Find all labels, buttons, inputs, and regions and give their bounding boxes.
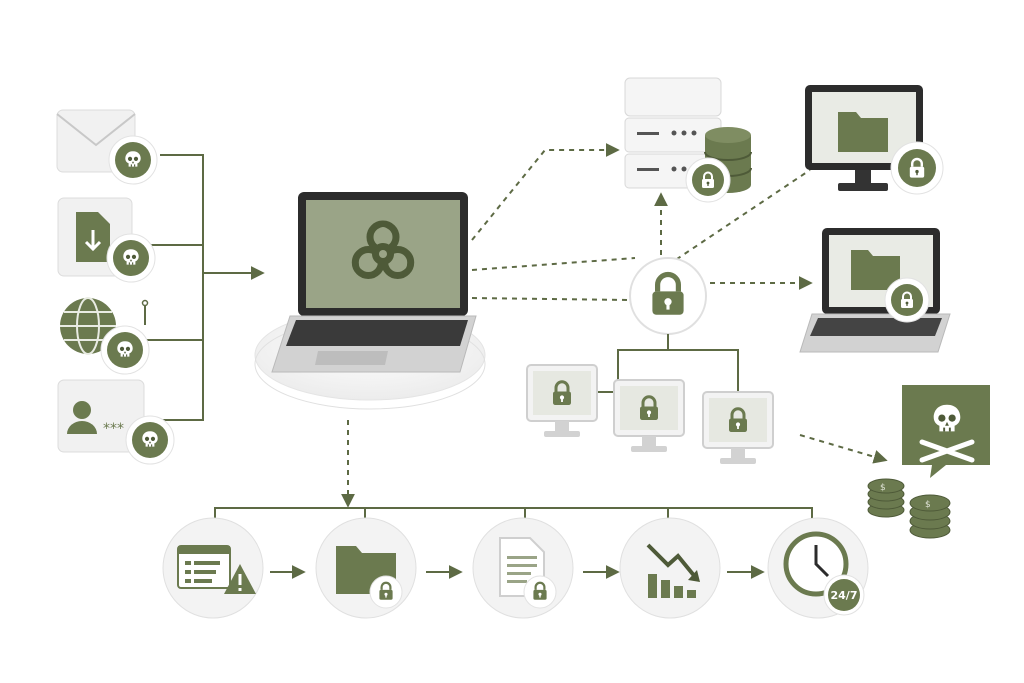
clock-icon	[783, 531, 849, 597]
coin-stacks-icon: $ $	[867, 478, 951, 539]
locked-monitor-center	[613, 379, 685, 452]
ransom-message	[902, 385, 990, 478]
monitor-folder	[805, 85, 944, 195]
always-on-label: 24/7	[831, 589, 858, 602]
web-vector	[60, 297, 150, 375]
server-stack	[624, 77, 752, 203]
svg-text:$: $	[925, 500, 931, 510]
infected-laptop	[254, 192, 486, 410]
impact-error-alert	[162, 517, 264, 619]
skull-badge-icon	[106, 233, 156, 283]
spread-connectors	[341, 143, 888, 508]
locked-monitor-right	[702, 391, 774, 464]
biohazard-icon	[351, 220, 415, 279]
impact-locked-folder	[315, 517, 417, 619]
impact-clock: 24/7	[767, 517, 869, 619]
email-vector	[56, 109, 158, 185]
vector-connectors	[145, 154, 265, 421]
skull-badge-icon	[100, 325, 150, 375]
svg-text:$: $	[880, 483, 886, 493]
lock-badge-icon	[685, 157, 731, 203]
credentials-vector: ***	[57, 379, 175, 465]
skull-badge-icon	[125, 415, 175, 465]
skull-badge-icon	[108, 135, 158, 185]
central-lock-hub	[629, 257, 707, 335]
locked-monitor-left	[526, 364, 598, 437]
impact-locked-document	[472, 517, 574, 619]
laptop-folder	[799, 228, 951, 353]
lock-badge-icon	[890, 141, 944, 195]
lock-badge-icon	[369, 575, 403, 609]
lock-badge-icon	[884, 277, 930, 323]
impact-declining-chart	[619, 517, 721, 619]
skull-crossbones-icon	[919, 404, 975, 463]
always-on-badge: 24/7	[823, 574, 865, 616]
svg-text:***: ***	[103, 421, 124, 437]
warning-icon	[224, 564, 256, 594]
lock-badge-icon	[523, 575, 557, 609]
download-vector	[57, 197, 156, 283]
